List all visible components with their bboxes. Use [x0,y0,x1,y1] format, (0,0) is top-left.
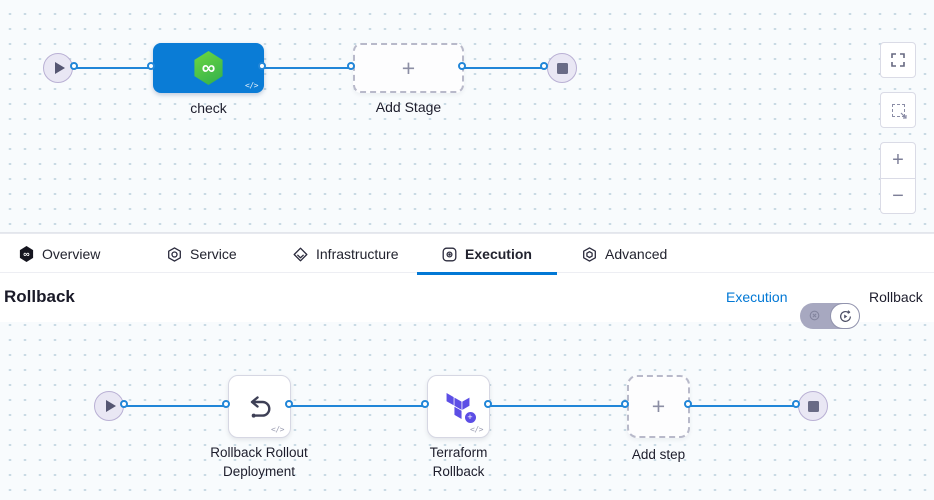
tab-label: Overview [42,246,101,262]
step-label: Terraform Rollback [429,445,488,479]
code-icon: </> [470,425,483,434]
add-stage-node[interactable]: + [353,43,464,93]
edge [464,67,546,69]
fullscreen-icon [891,53,905,67]
connector-port[interactable] [484,400,492,408]
stop-icon [807,400,819,412]
execution-link[interactable]: Execution [726,289,788,305]
advanced-icon [583,246,596,262]
connector-port[interactable] [421,400,429,408]
edge [264,67,353,69]
step-node-terraform-rollback[interactable]: + </> [427,375,490,438]
harness-icon: ∞ [19,246,34,262]
execution-icon [442,247,457,261]
add-step-label: Add step [631,447,686,462]
marquee-select-button[interactable] [880,92,916,128]
connector-port[interactable] [540,62,548,70]
play-icon [54,62,65,74]
tab-advanced[interactable]: Advanced [582,234,667,274]
edge [690,405,798,407]
connector-port[interactable] [147,62,155,70]
tab-service[interactable]: Service [167,234,237,274]
pipeline-end-node[interactable] [547,53,577,83]
execution-state-icon [809,310,820,321]
connector-port[interactable] [792,400,800,408]
tab-label: Infrastructure [316,246,399,262]
connector-port[interactable] [120,400,128,408]
rollback-section-header: Rollback Execution Rollback [0,274,934,329]
add-step-node[interactable]: + [627,375,690,438]
play-icon [105,400,116,412]
rollback-start-node[interactable] [94,391,124,421]
zoom-in-button[interactable]: + [892,149,904,171]
toggle-thumb[interactable] [830,303,860,329]
connector-port[interactable] [285,400,293,408]
rollback-step-icon [250,395,270,418]
terraform-rollback-badge: + [463,410,477,424]
rollback-state-icon [839,309,851,322]
step-node-rollback-rollout[interactable]: </> [228,375,291,438]
stage-tabbar: ∞ Overview Service Infrastructure Execut… [0,233,934,275]
marquee-select-icon [891,103,907,119]
connector-port[interactable] [347,62,355,70]
connector-port[interactable] [70,62,78,70]
step-label: Rollback Rollout Deployment [210,445,308,479]
zoom-out-button[interactable]: − [881,178,915,213]
connector-port[interactable] [222,400,230,408]
edge [490,405,627,407]
edge [126,405,228,407]
code-icon: </> [245,81,258,90]
plus-icon: + [651,393,666,419]
terraform-icon: + [445,392,477,424]
rollback-step-canvas[interactable]: </> Rollback Rollout Deployment + </> Te… [0,322,934,500]
stage-canvas[interactable]: ∞ </> check + Add Stage [0,0,934,233]
connector-port[interactable] [621,400,629,408]
tab-label: Service [190,246,237,262]
stage-node-check[interactable]: ∞ </> [153,43,264,93]
tab-label: Advanced [605,246,668,262]
tab-execution[interactable]: Execution [417,234,557,275]
code-icon: </> [271,425,284,434]
connector-port[interactable] [684,400,692,408]
stop-icon [556,62,568,74]
execution-rollback-toggle[interactable] [800,303,860,329]
rollback-toggle-label: Rollback [869,289,923,305]
harness-cd-icon: ∞ [194,51,223,85]
connector-port[interactable] [458,62,466,70]
service-icon [168,246,181,262]
pipeline-start-node[interactable] [43,53,73,83]
add-stage-label: Add Stage [375,99,442,115]
tab-label: Execution [465,246,532,262]
tab-overview[interactable]: ∞ Overview [19,234,100,274]
infrastructure-icon [293,247,308,261]
tab-infrastructure[interactable]: Infrastructure [293,234,398,274]
connector-port[interactable] [258,62,266,70]
plus-icon: + [401,54,416,81]
edge [291,405,427,407]
fullscreen-button[interactable] [880,42,916,78]
zoom-controls: + − [880,142,916,214]
section-title: Rollback [4,287,75,306]
rollback-end-node[interactable] [798,391,828,421]
stage-label: check [190,100,227,116]
edge [76,67,153,69]
